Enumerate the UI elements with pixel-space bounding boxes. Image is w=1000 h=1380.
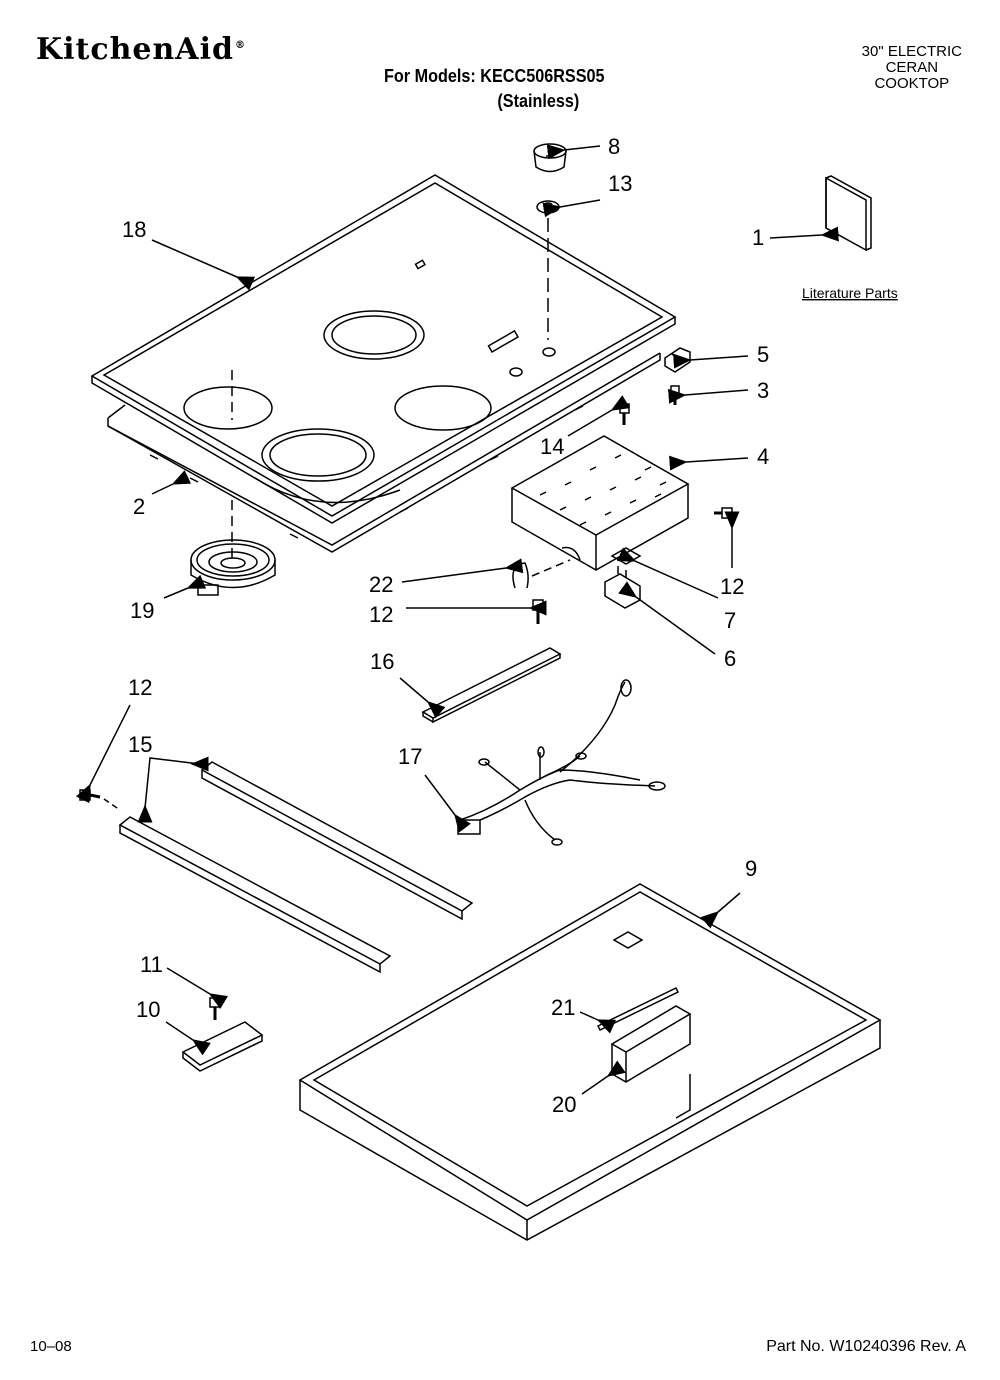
wire-clip-part — [512, 562, 529, 589]
heating-element-part — [190, 539, 276, 596]
literature-booklet-part — [825, 175, 872, 252]
callout-17: 17 — [398, 744, 422, 769]
callout-12-middle: 12 — [369, 602, 393, 627]
callout-12-left: 12 — [128, 675, 152, 700]
callout-1: 1 — [752, 225, 764, 250]
screw-part-12-left — [79, 789, 101, 801]
callout-13: 13 — [608, 171, 632, 196]
switch-part — [604, 566, 641, 609]
knob-part — [533, 143, 567, 173]
rail-axis-line — [103, 798, 121, 811]
callout-2: 2 — [133, 494, 145, 519]
callout-12-right: 12 — [720, 574, 744, 599]
callout-18: 18 — [122, 217, 146, 242]
callout-8: 8 — [608, 134, 620, 159]
bracket-part-16 — [421, 647, 562, 724]
model-number: For Models: KECC506RSS05 — [384, 66, 605, 86]
brand-logo: KitchenAid® — [36, 32, 246, 67]
clip-part — [664, 347, 691, 373]
screw-part-12-right — [714, 507, 733, 519]
base-pan-part — [298, 883, 882, 1241]
leader-lines — [75, 144, 839, 1095]
screw-part-14 — [619, 403, 630, 425]
callout-19: 19 — [130, 598, 154, 623]
glass-cooktop-part — [90, 174, 677, 524]
literature-parts-label: Literature Parts — [802, 285, 898, 301]
model-title: For Models: KECC506RSS05 (Stainless) — [384, 64, 605, 114]
callout-10: 10 — [136, 997, 160, 1022]
callout-14: 14 — [540, 434, 564, 459]
callout-22: 22 — [369, 572, 393, 597]
cooktop-frame-part — [107, 352, 661, 553]
wire-harness-part — [457, 679, 666, 846]
rail-part-15-lower — [118, 816, 392, 974]
washer-part — [536, 200, 560, 214]
callout-4: 4 — [757, 444, 769, 469]
registered-mark: ® — [234, 40, 246, 51]
product-line-3: COOKTOP — [874, 75, 950, 92]
screw-part-11 — [209, 997, 221, 1020]
model-finish: (Stainless) — [497, 91, 580, 111]
callout-21: 21 — [551, 995, 575, 1020]
control-box-part — [510, 435, 690, 571]
rail-part-15-upper — [200, 761, 474, 921]
callout-5: 5 — [757, 342, 769, 367]
product-description: 30" ELECTRIC CERAN COOKTOP — [862, 44, 962, 92]
screw-part-3 — [670, 385, 680, 405]
callout-3: 3 — [757, 378, 769, 403]
part-number: Part No. W10240396 Rev. A — [766, 1338, 966, 1355]
product-line-1: 30" ELECTRIC — [861, 43, 962, 60]
brand-name: KitchenAid — [36, 32, 234, 67]
clip-axis-line — [531, 559, 571, 577]
callout-11: 11 — [140, 952, 163, 977]
callout-6: 6 — [724, 646, 736, 671]
callout-20: 20 — [552, 1092, 576, 1117]
callout-9: 9 — [745, 856, 757, 881]
revision-date: 10–08 — [30, 1338, 72, 1355]
screw-part-12-middle — [532, 599, 544, 624]
callout-7: 7 — [724, 608, 736, 633]
product-line-2: CERAN — [885, 59, 939, 76]
callout-15: 15 — [128, 732, 152, 757]
bracket-part-10 — [181, 1021, 264, 1072]
callout-16: 16 — [370, 649, 394, 674]
